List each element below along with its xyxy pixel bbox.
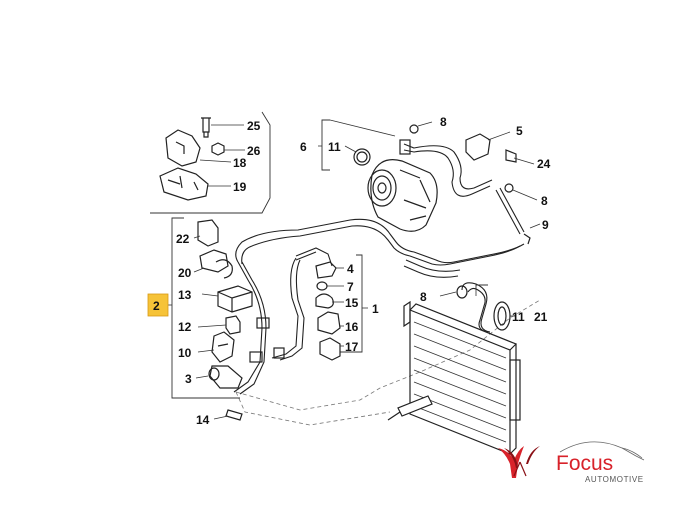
group-2 [168,217,253,421]
brand-name: Focus [556,452,613,475]
part-label-26: 26 [247,144,261,158]
direction-arrow-icon [387,395,433,421]
liquid-hose [403,259,516,333]
part-label-2: 2 [153,299,160,313]
suction-hose [193,218,525,395]
highlight-box [147,293,169,317]
part-label-10: 10 [178,346,192,360]
part-label-18: 18 [233,156,247,170]
part-label-11a: 11 [328,140,341,154]
part-label-15: 15 [345,296,359,310]
part-label-24: 24 [537,157,551,171]
discharge-hose [399,121,541,245]
part-label-5: 5 [516,124,523,138]
part-label-9: 9 [542,218,549,232]
part-label-20: 20 [178,266,192,280]
part-label-11b: 11 [512,310,525,324]
group-6 [318,119,396,171]
part-label-8b: 8 [541,194,548,208]
part-label-22: 22 [176,232,190,246]
part-label-17: 17 [345,340,359,354]
part-label-8a: 8 [440,115,447,129]
part-label-8c: 8 [420,290,427,304]
brand-tagline: AUTOMOTIVE [585,475,644,484]
part-label-19: 19 [233,180,247,194]
part-label-3: 3 [185,372,192,386]
focus-logo-icon [498,441,645,478]
part-label-7: 7 [347,280,354,294]
part-label-21: 21 [534,310,548,324]
assembly-outline-2 [235,391,391,426]
part-label-14: 14 [196,413,210,427]
group-1 [271,247,368,361]
bracket-group-top-left [150,111,271,214]
part-label-4: 4 [347,262,354,276]
part-label-16: 16 [345,320,359,334]
part-label-13: 13 [178,288,192,302]
ac-compressor [367,159,438,232]
part-label-1: 1 [372,302,379,316]
part-label-6: 6 [300,140,307,154]
part-label-12: 12 [178,320,192,334]
part-label-25: 25 [247,119,261,133]
